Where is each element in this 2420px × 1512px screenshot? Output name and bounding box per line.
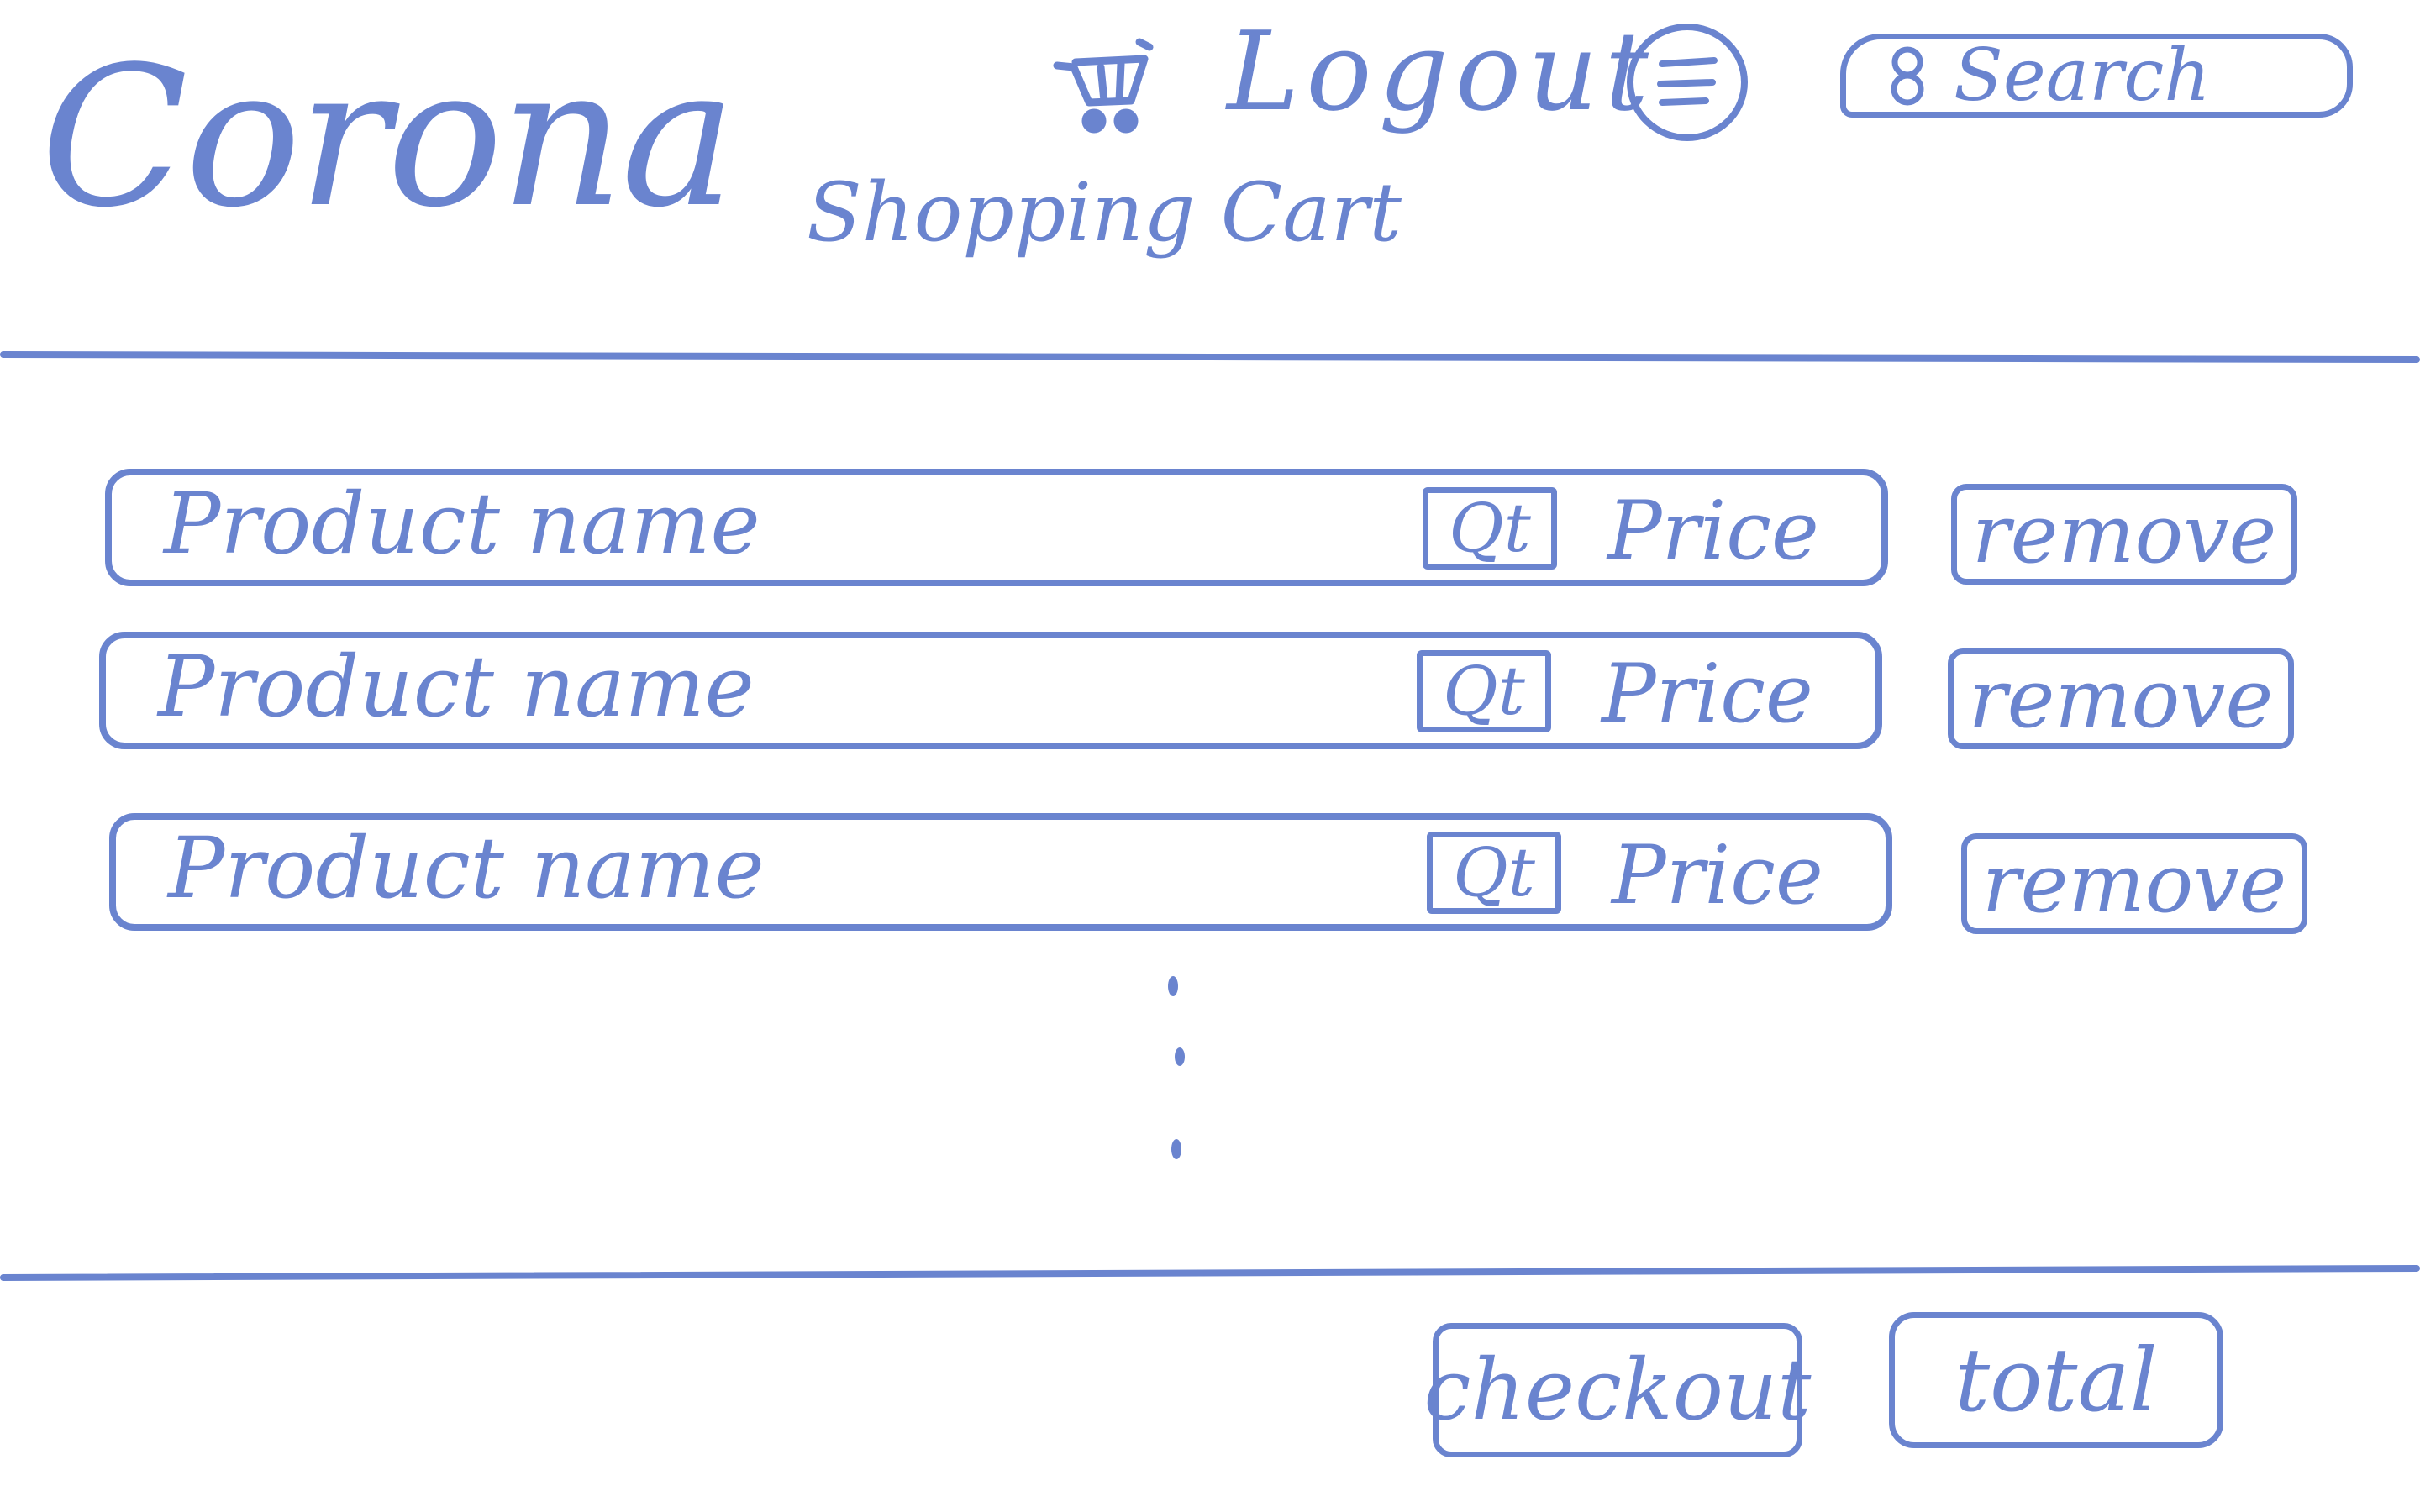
cart-item-row: Product name Qt Price bbox=[105, 469, 1888, 586]
footer-divider bbox=[0, 1264, 2420, 1281]
logout-link[interactable]: Logout bbox=[1227, 8, 1656, 135]
product-price: Price bbox=[1602, 647, 1813, 741]
cart-item-row: Product name Qt Price bbox=[109, 813, 1892, 931]
remove-item-button[interactable]: remove bbox=[1961, 833, 2307, 934]
total-display: total bbox=[1889, 1312, 2223, 1448]
quantity-field[interactable]: Qt bbox=[1427, 832, 1561, 914]
quantity-field[interactable]: Qt bbox=[1417, 650, 1551, 732]
brand-logo: Corona bbox=[40, 26, 736, 250]
more-items-ellipsis bbox=[1160, 974, 1193, 1168]
remove-item-button[interactable]: remove bbox=[1951, 484, 2297, 585]
product-name: Product name bbox=[158, 638, 755, 736]
product-name: Product name bbox=[168, 819, 765, 917]
product-name: Product name bbox=[164, 475, 760, 573]
remove-item-button[interactable]: remove bbox=[1948, 648, 2294, 749]
product-price: Price bbox=[1612, 828, 1823, 922]
page-title: Shopping Cart bbox=[807, 165, 1402, 260]
hamburger-menu-icon[interactable] bbox=[1622, 18, 1752, 144]
header-divider bbox=[0, 351, 2420, 364]
shopping-cart-icon[interactable] bbox=[1050, 34, 1160, 143]
checkout-button[interactable]: checkout bbox=[1424, 1323, 1812, 1457]
search-placeholder: Search bbox=[1954, 34, 2211, 118]
search-input[interactable]: Search bbox=[1840, 34, 2353, 118]
search-icon bbox=[1891, 46, 1924, 106]
quantity-field[interactable]: Qt bbox=[1423, 487, 1557, 570]
cart-item-row: Product name Qt Price bbox=[99, 632, 1882, 749]
product-price: Price bbox=[1607, 484, 1819, 578]
